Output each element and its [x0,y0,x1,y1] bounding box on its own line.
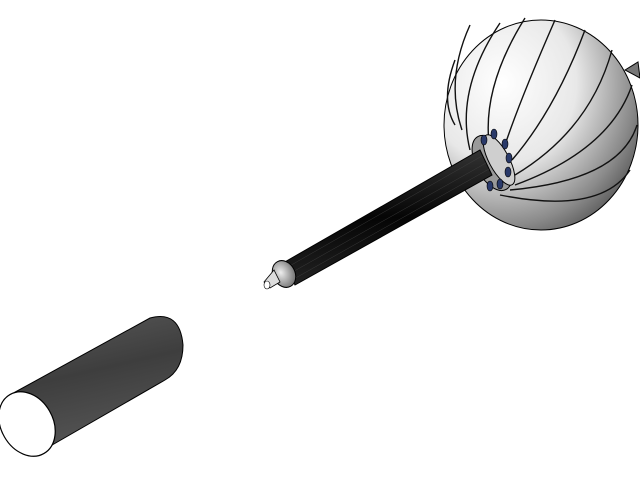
mace-object [263,17,640,290]
sphere-head [443,17,640,231]
cylinder-end-cap [0,391,56,457]
cylinder [0,316,184,457]
shaft-tip [263,260,297,290]
shaft [282,149,493,286]
sphere-top-nub [623,61,640,79]
